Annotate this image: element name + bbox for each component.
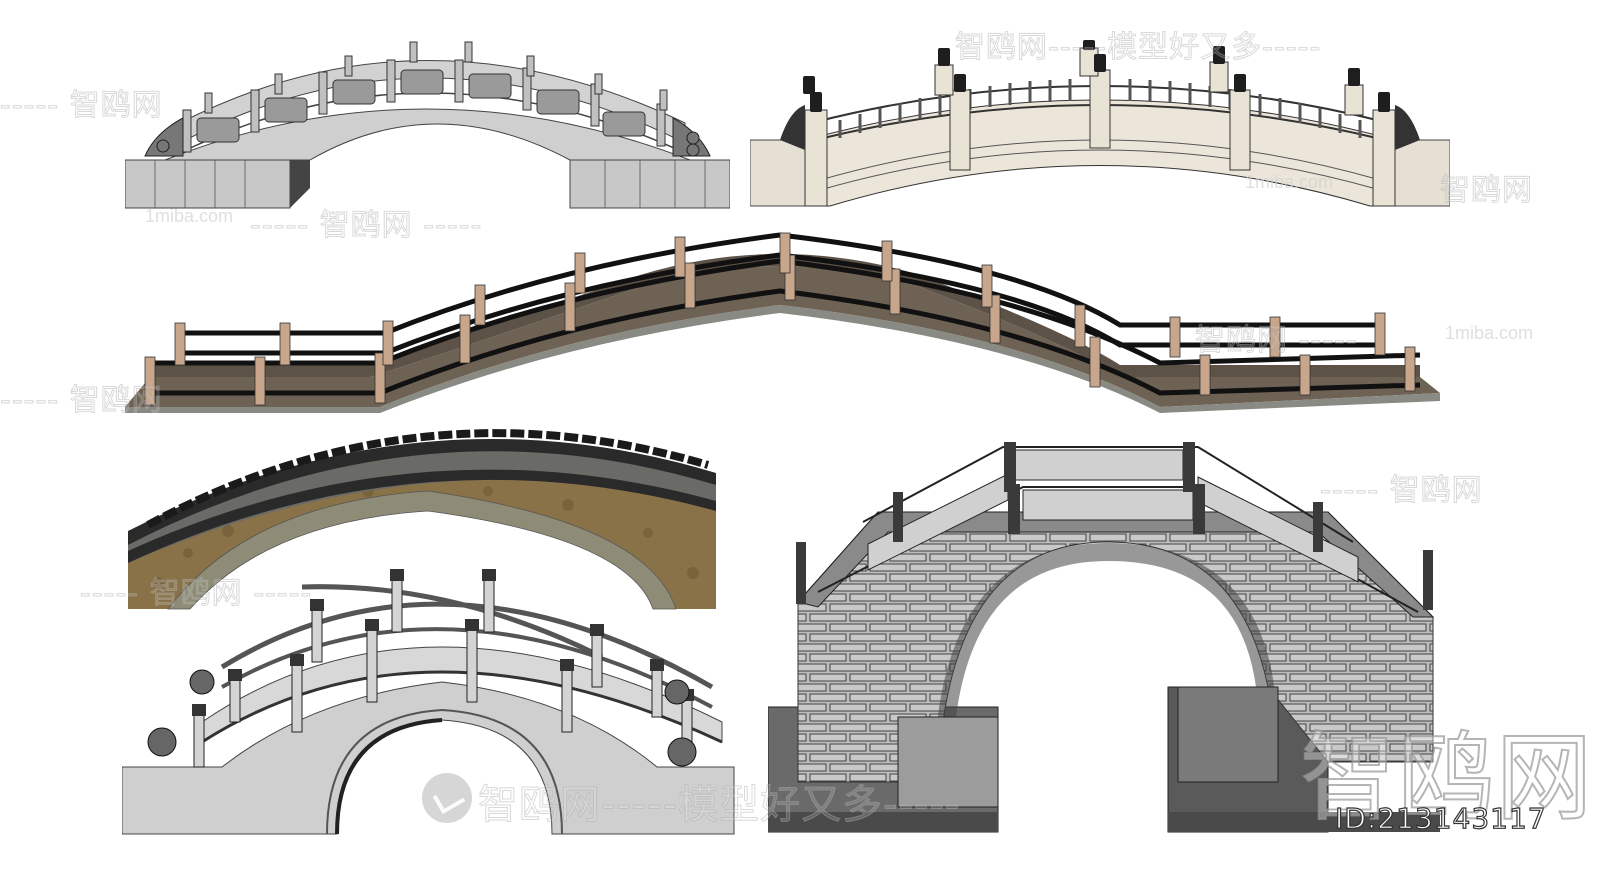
european-balustrade-bridge: [750, 40, 1450, 210]
rubble-arch-drawing: [128, 429, 716, 610]
watermark-dashes: -----: [0, 383, 60, 419]
model-id-label: ID:213143117: [1334, 801, 1547, 835]
brick-bridge-drawing: [768, 442, 1440, 833]
footbridge-drawing: [125, 232, 1440, 413]
brick-arch-bridge: [768, 432, 1440, 837]
rubble-stone-arch: [128, 413, 716, 613]
watermark-line-right-upper: 智鸥网: [1440, 165, 1533, 209]
wooden-rail-footbridge: [120, 225, 1445, 415]
stone-carved-panel-bridge: [125, 38, 730, 210]
hump-bridge-drawing: [122, 569, 735, 835]
balustrade-bridge-drawing: [750, 40, 1450, 207]
stone-bridge-drawing: [125, 41, 730, 209]
watermark-brand: 智鸥网: [1440, 173, 1533, 209]
watermark-logo-icon: [422, 773, 472, 823]
watermark-dashes: -----: [0, 88, 60, 124]
watermark-domain-right-mid: 1miba.com: [1445, 323, 1534, 343]
grey-hump-bridge: [122, 562, 737, 844]
